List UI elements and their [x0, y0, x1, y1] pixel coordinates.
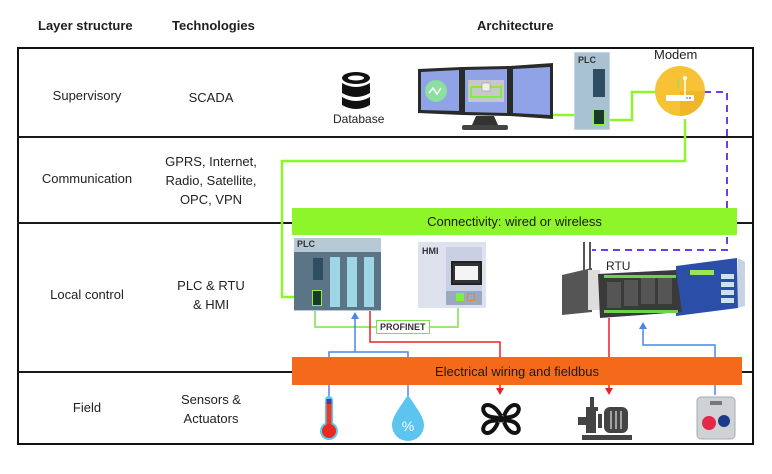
tech-line: Radio, Satellite,: [165, 173, 257, 188]
tech-line: Sensors &: [181, 392, 241, 407]
layer-field: Field: [72, 400, 102, 415]
connectivity-bar: Connectivity: wired or wireless: [292, 208, 737, 235]
plc-ethernet-port: [312, 290, 322, 306]
tech-communication: GPRS, Internet, Radio, Satellite, OPC, V…: [146, 152, 276, 209]
layer-communication: Communication: [41, 171, 133, 186]
tech-line: & HMI: [192, 297, 230, 312]
hmi-screen: [451, 261, 482, 285]
hmi-green-port: [456, 293, 464, 301]
rtu-label: RTU: [606, 259, 631, 273]
supervisory-plc-label: PLC: [578, 55, 596, 65]
tech-line: Actuators: [183, 411, 239, 426]
push-button-box-icon: [696, 396, 736, 440]
diagram-frame: [17, 47, 754, 445]
actuator-arrow-pump: [605, 388, 613, 395]
local-plc-label: PLC: [297, 239, 315, 249]
tech-line: OPC, VPN: [179, 192, 243, 207]
tech-line: PLC & RTU: [177, 278, 245, 293]
green-link-plc-to-modem: [280, 119, 687, 299]
supervisory-plc: PLC: [574, 52, 610, 130]
divider-communication-local-left: [17, 222, 293, 224]
modem-icon: [655, 66, 705, 116]
hmi-panel: HMI: [418, 242, 486, 308]
pump-motor-icon: [578, 397, 632, 440]
plc-port: [593, 109, 605, 125]
database-icon: [342, 72, 370, 109]
modem-label: Modem: [654, 47, 698, 62]
actuator-arrow-fan: [496, 388, 504, 395]
tech-local-control: PLC & RTU & HMI: [146, 276, 276, 314]
local-plc: PLC: [294, 238, 381, 311]
plc-io-module: [364, 257, 374, 307]
plc-display: [593, 69, 605, 97]
svg-text:%: %: [402, 418, 414, 434]
plc-io-module: [347, 257, 357, 307]
green-link-plc-to-modem-top: [597, 90, 659, 122]
fan-icon: [481, 403, 521, 435]
thermometer-icon: [320, 396, 338, 440]
tech-line: SCADA: [188, 90, 234, 105]
header-architecture: Architecture: [477, 18, 554, 33]
tech-field: Sensors & Actuators: [146, 390, 276, 428]
fieldbus-bar: Electrical wiring and fieldbus: [292, 357, 742, 385]
hmi-display: [455, 266, 478, 280]
tech-supervisory: SCADA: [146, 88, 276, 107]
plc-io-module: [330, 257, 340, 307]
wireless-link-modem-to-rtu: [592, 91, 728, 251]
divider-supervisory-communication: [17, 136, 752, 138]
header-layer-structure: Layer structure: [38, 18, 133, 33]
rtu-device-icon: [562, 242, 745, 318]
plc-cpu-display: [313, 258, 323, 280]
humidity-drop-icon: %: [392, 395, 424, 441]
divider-communication-local-right: [737, 222, 752, 224]
layer-supervisory: Supervisory: [52, 88, 122, 103]
divider-local-field-left: [17, 371, 293, 373]
profinet-label: PROFINET: [376, 320, 430, 334]
hmi-base: [446, 291, 482, 305]
hmi-label: HMI: [422, 246, 439, 256]
database-label: Database: [333, 112, 385, 126]
divider-local-field-right: [742, 371, 752, 373]
sensor-arrow-plc: [351, 312, 359, 319]
scada-monitors-icon: [418, 63, 553, 130]
layer-local-control: Local control: [50, 287, 124, 302]
tech-line: GPRS, Internet,: [165, 154, 257, 169]
sensor-arrow-rtu: [639, 322, 647, 329]
hmi-orange-port: [467, 293, 475, 301]
header-technologies: Technologies: [172, 18, 255, 33]
